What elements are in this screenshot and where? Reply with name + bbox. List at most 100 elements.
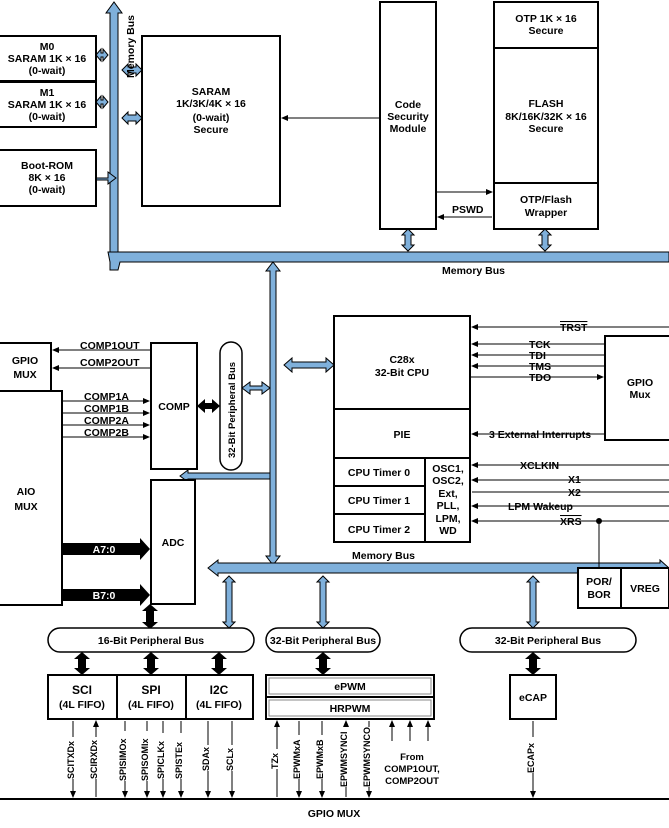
spi-line-1: SPI: [141, 683, 160, 697]
tz-label: TZx: [270, 753, 280, 769]
peripheral-bus-16: [47, 627, 255, 653]
trst-label: TRST: [560, 322, 588, 334]
saram-block: [141, 35, 281, 207]
pie-label: PIE: [394, 429, 411, 441]
ecap-link: [525, 652, 541, 675]
spiste-label: SPISTEx: [174, 742, 184, 779]
pbus32b-drop: [525, 575, 541, 629]
cpu-vertical-bus: [264, 261, 282, 566]
adc-pbus16-link: [142, 604, 158, 629]
lpm-wakeup-label: LPM Wakeup: [508, 501, 573, 513]
bootrom-line-1: Boot-ROM: [21, 160, 73, 172]
spiclk-label: SPICLKx: [156, 741, 166, 779]
timer0-label: CPU Timer 0: [348, 467, 410, 479]
gpio-mux-left-line-2: MUX: [13, 369, 36, 381]
otp-line-1: OTP 1K × 16: [515, 13, 577, 25]
por-bor-block: [577, 567, 622, 609]
saram-line-3: (0-wait): [193, 112, 230, 124]
gpio-mux-bottom-label: GPIO MUX: [308, 808, 361, 820]
vreg-block: [620, 567, 669, 609]
cpu-line-2: 32-Bit CPU: [375, 367, 429, 379]
spisomi-label: SPISOMIx: [140, 738, 150, 781]
flash-line-1: FLASH: [529, 98, 564, 110]
osc-line-2: OSC2,: [432, 475, 464, 487]
flash-wrapper-block: [493, 1, 599, 230]
comp1b-label: COMP1B: [84, 403, 129, 415]
comp2a-label: COMP2A: [84, 415, 129, 427]
vreg-label: VREG: [630, 583, 660, 595]
m0-line-2: SARAM 1K × 16: [8, 53, 87, 65]
m1-line-1: M1: [40, 87, 55, 99]
gpio-mux-right-line-1: GPIO: [627, 377, 653, 389]
m1-bus-link: [95, 94, 109, 110]
memory-bus-label-2: Memory Bus: [352, 550, 415, 562]
csm-line-2: Security: [387, 111, 429, 123]
saram-line-2: 1K/3K/4K × 16: [176, 98, 246, 110]
scitxd-label: SCITXDx: [66, 741, 76, 779]
bootrom-block: [0, 149, 97, 207]
tck-label: TCK: [529, 339, 551, 351]
wrapper-bus-link: [537, 228, 553, 252]
flash-line-3: Secure: [528, 123, 563, 135]
cpu-bus-link: [283, 356, 335, 374]
osc-line-5: LPM,: [435, 513, 460, 525]
aio-mux-line-1: AIO: [17, 486, 36, 498]
xrs-label: XRS: [560, 516, 582, 528]
epwmxb-label: EPWMxB: [315, 739, 325, 779]
tms-label: TMS: [529, 361, 551, 373]
sci-line-2: (4L FIFO): [59, 699, 105, 711]
wrapper-line-1: OTP/Flash: [520, 194, 572, 206]
m1-block: [0, 81, 97, 128]
gpio-mux-left-block: [0, 342, 52, 392]
csm-block: [379, 1, 437, 230]
comp2out-label: COMP2OUT: [80, 357, 140, 369]
cpu-line-1: C28x: [389, 354, 414, 366]
sci-link: [74, 652, 90, 675]
peripheral-bus-32-a: [265, 627, 381, 653]
from-line-1: From: [400, 752, 424, 763]
comp-label: COMP: [158, 401, 190, 413]
saram-line-4: Secure: [193, 124, 228, 136]
otp-line-2: Secure: [528, 25, 563, 37]
xclkin-label: XCLKIN: [520, 460, 559, 472]
timer1-label: CPU Timer 1: [348, 495, 410, 507]
scirxd-label: SCIRXDx: [89, 740, 99, 779]
sci-line-1: SCI: [72, 683, 92, 697]
sci-spi-i2c-block: [47, 674, 254, 720]
hrpwm-label: HRPWM: [330, 703, 371, 715]
saram-bus-link-2: [121, 110, 143, 126]
csm-bus-link: [400, 228, 416, 252]
saram-line-1: SARAM: [192, 86, 231, 98]
pbus32a-label: 32-Bit Peripheral Bus: [270, 635, 376, 647]
timer2-label: CPU Timer 2: [348, 524, 410, 536]
aio-mux-block: [0, 390, 63, 606]
epwm-inner: [268, 677, 432, 695]
osc-line-4: PLL,: [437, 500, 460, 512]
osc-line-1: OSC1,: [432, 463, 464, 475]
i2c-link: [211, 652, 227, 675]
pbus32a-drop: [315, 575, 331, 629]
from-line-2: COMP1OUT,: [384, 764, 439, 775]
gpio-mux-right-block: [604, 335, 669, 441]
ext-int-label: 3 External Interrupts: [489, 429, 591, 441]
m1-line-2: SARAM 1K × 16: [8, 99, 87, 111]
m1-line-3: (0-wait): [29, 111, 66, 123]
cpu-block: [333, 315, 471, 543]
spi-link: [143, 652, 159, 675]
tdo-label: TDO: [529, 372, 551, 384]
csm-line-3: Module: [390, 123, 427, 135]
ecap-pin-label: ECAPx: [526, 743, 536, 773]
ecap-label: eCAP: [519, 692, 547, 704]
memory-bus-vertical-label: Memory Bus: [125, 15, 137, 78]
osc-line-3: Ext,: [438, 488, 457, 500]
bootrom-bus-link: [95, 171, 117, 185]
memory-bus-vertical-arrow: [105, 1, 123, 253]
flash-line-2: 8K/16K/32K × 16: [505, 111, 587, 123]
i2c-line-2: (4L FIFO): [196, 699, 242, 711]
xrs-junction-dot: [596, 518, 602, 524]
comp-block: [150, 342, 198, 470]
epwmsynci-label: EPWMSYNCI: [339, 731, 349, 787]
peripheral-bus-32-b: [459, 627, 637, 653]
